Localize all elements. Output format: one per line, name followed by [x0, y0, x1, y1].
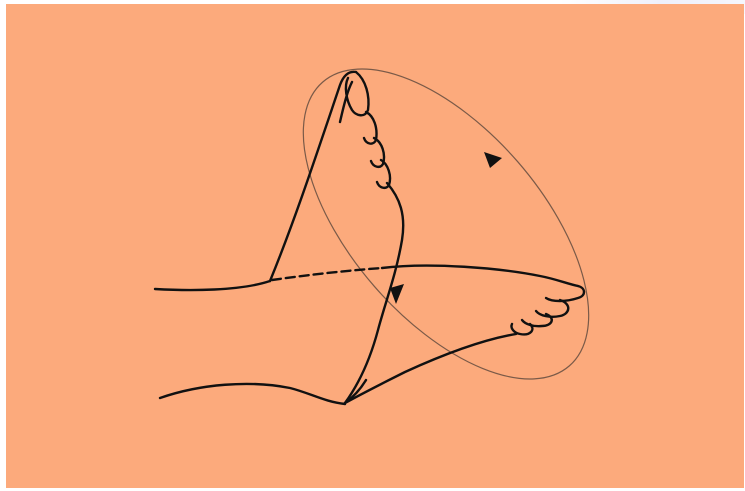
- ankle-rotation-illustration: [6, 4, 744, 488]
- illustration-background: [6, 4, 744, 488]
